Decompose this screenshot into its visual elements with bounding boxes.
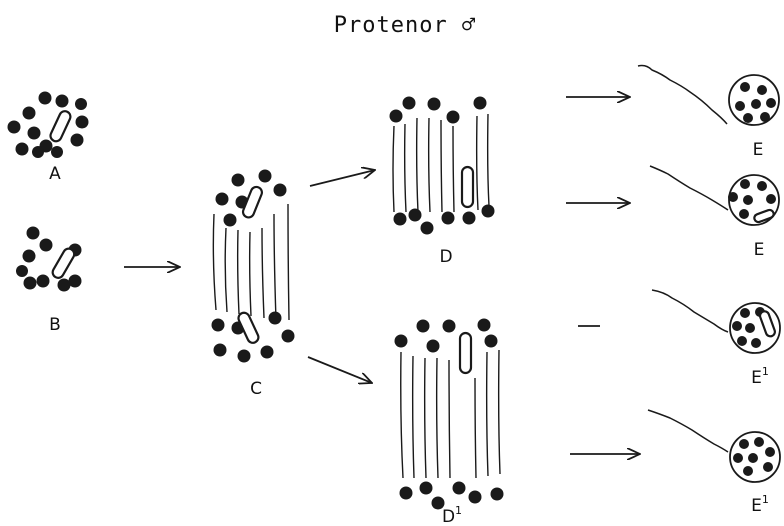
label-c: C (250, 379, 262, 399)
arrow-c-to-d (309, 170, 375, 187)
label-e-second: E (754, 240, 765, 260)
label-b: B (49, 315, 61, 335)
x-chromosome (237, 311, 260, 344)
label-e-top: E (753, 140, 764, 160)
group-d1-spindle (394, 318, 504, 510)
group-b-chromosomes (16, 226, 82, 292)
label-e1-third: E1 (751, 365, 769, 388)
spermatid-e1-third (651, 289, 781, 354)
x-chromosome (49, 110, 72, 143)
group-c-spindle (211, 169, 295, 363)
spermatid-e-top (637, 64, 780, 126)
x-chromosome (458, 331, 473, 375)
spermatid-e-second (649, 165, 780, 226)
x-chromosome (758, 310, 776, 338)
label-a: A (49, 164, 61, 184)
x-chromosome (460, 165, 475, 209)
group-a-chromosomes (7, 91, 89, 158)
label-e1-bottom: E1 (751, 493, 769, 516)
label-d: D (439, 247, 452, 267)
spermatid-e1-bottom (647, 409, 781, 483)
figure-title: Protenor ♂ (334, 13, 476, 38)
label-d1: D1 (442, 504, 462, 526)
arrow-c-to-d1 (307, 356, 372, 383)
x-chromosome (241, 185, 263, 219)
x-chromosome (753, 208, 775, 224)
x-chromosome (51, 247, 76, 279)
group-d-spindle (389, 96, 495, 235)
